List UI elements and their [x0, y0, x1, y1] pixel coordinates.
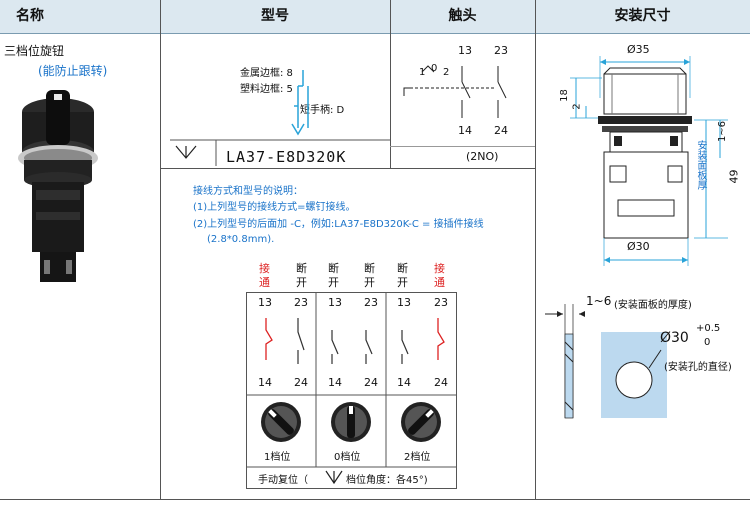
- header-contact: 触头: [448, 8, 477, 24]
- model-code: LA37-E8D320K: [226, 148, 347, 166]
- col-divider: [160, 0, 161, 500]
- hole-diameter: Ø30: [660, 330, 689, 346]
- pos-label-0: 0: [431, 63, 438, 74]
- term-bottom-2: 24: [294, 376, 308, 389]
- metal-bezel-label: 金属边框: 8: [240, 68, 293, 79]
- dim-height-49: 49: [727, 169, 741, 184]
- table-header: [0, 0, 750, 34]
- plastic-bezel-label: 塑料边框: 5: [240, 84, 293, 95]
- dim-height-2: 2: [571, 103, 583, 110]
- contact-type: (2NO): [466, 150, 499, 163]
- contact-14-label: 14: [458, 124, 472, 137]
- header-dimensions: 安装尺寸: [614, 8, 671, 24]
- contact-23-label: 23: [494, 44, 508, 57]
- dim-range-1-6: 1~6: [717, 120, 729, 143]
- product-feature: (能防止跟转): [38, 64, 108, 78]
- term-top-1: 13: [258, 296, 272, 309]
- row-divider: [390, 146, 535, 147]
- product-name: 三档位旋钮: [4, 44, 65, 58]
- contact-24-label: 24: [494, 124, 508, 137]
- term-bottom-3: 14: [328, 376, 342, 389]
- term-top-2: 23: [294, 296, 308, 309]
- panel-range: 1~6: [586, 294, 612, 308]
- short-handle-label: 短手柄: D: [300, 105, 345, 116]
- term-bottom-5: 14: [397, 376, 411, 389]
- term-top-3: 13: [328, 296, 342, 309]
- hole-tolerance-upper: +0.5: [696, 323, 721, 334]
- header-model: 型号: [261, 8, 289, 24]
- state-header-5: 断开: [397, 262, 408, 289]
- state-header-3: 断开: [328, 262, 339, 289]
- dim-height-18: 18: [558, 89, 570, 102]
- term-bottom-4: 24: [364, 376, 378, 389]
- notes-line2: (2)上列型号的后面加 -C，例如:LA37-E8D320K-C = 接插件接线: [193, 219, 484, 230]
- panel-cutout-drawing: [545, 304, 667, 419]
- notes-title: 接线方式和型号的说明：: [193, 186, 303, 197]
- term-top-6: 23: [434, 296, 448, 309]
- state-header-1: 接通: [259, 262, 270, 289]
- contact-schematic: [403, 65, 507, 118]
- position-label-2: 2档位: [404, 452, 431, 463]
- col-divider: [390, 0, 391, 168]
- pos-label-1: 1: [419, 67, 426, 78]
- term-bottom-1: 14: [258, 376, 272, 389]
- model-code-arrows: [170, 70, 390, 166]
- state-table: [246, 292, 457, 489]
- notes-line3: (2.8*0.8mm).: [207, 234, 275, 245]
- dim-panel-thickness-note: 安装面板厚: [695, 140, 706, 190]
- footer-right: 档位角度：各45°): [346, 475, 428, 486]
- state-header-4: 断开: [364, 262, 375, 289]
- term-top-5: 13: [397, 296, 411, 309]
- dim-diameter-35: Ø35: [627, 43, 650, 56]
- hole-note: (安装孔的直径): [664, 362, 732, 373]
- position-label-1: 1档位: [264, 452, 291, 463]
- position-label-0: 0档位: [334, 452, 361, 463]
- panel-range-note: (安装面板的厚度): [614, 300, 692, 311]
- state-header-2: 断开: [296, 262, 307, 289]
- product-photo: [18, 90, 98, 282]
- term-bottom-6: 24: [434, 376, 448, 389]
- state-header-6: 接通: [434, 262, 445, 289]
- dimension-drawing: [570, 56, 728, 266]
- notes-line1: (1)上列型号的接线方式=螺钉接线。: [193, 202, 356, 213]
- term-top-4: 23: [364, 296, 378, 309]
- contact-13-label: 13: [458, 44, 472, 57]
- table-bottom-border: [0, 499, 750, 500]
- footer-left: 手动复位（: [258, 475, 308, 486]
- hole-tolerance-lower: 0: [704, 337, 711, 348]
- col-divider: [535, 0, 536, 500]
- dim-diameter-30: Ø30: [627, 240, 650, 253]
- pos-label-2: 2: [443, 67, 450, 78]
- row-divider: [160, 168, 535, 169]
- header-name: 名称: [16, 8, 44, 24]
